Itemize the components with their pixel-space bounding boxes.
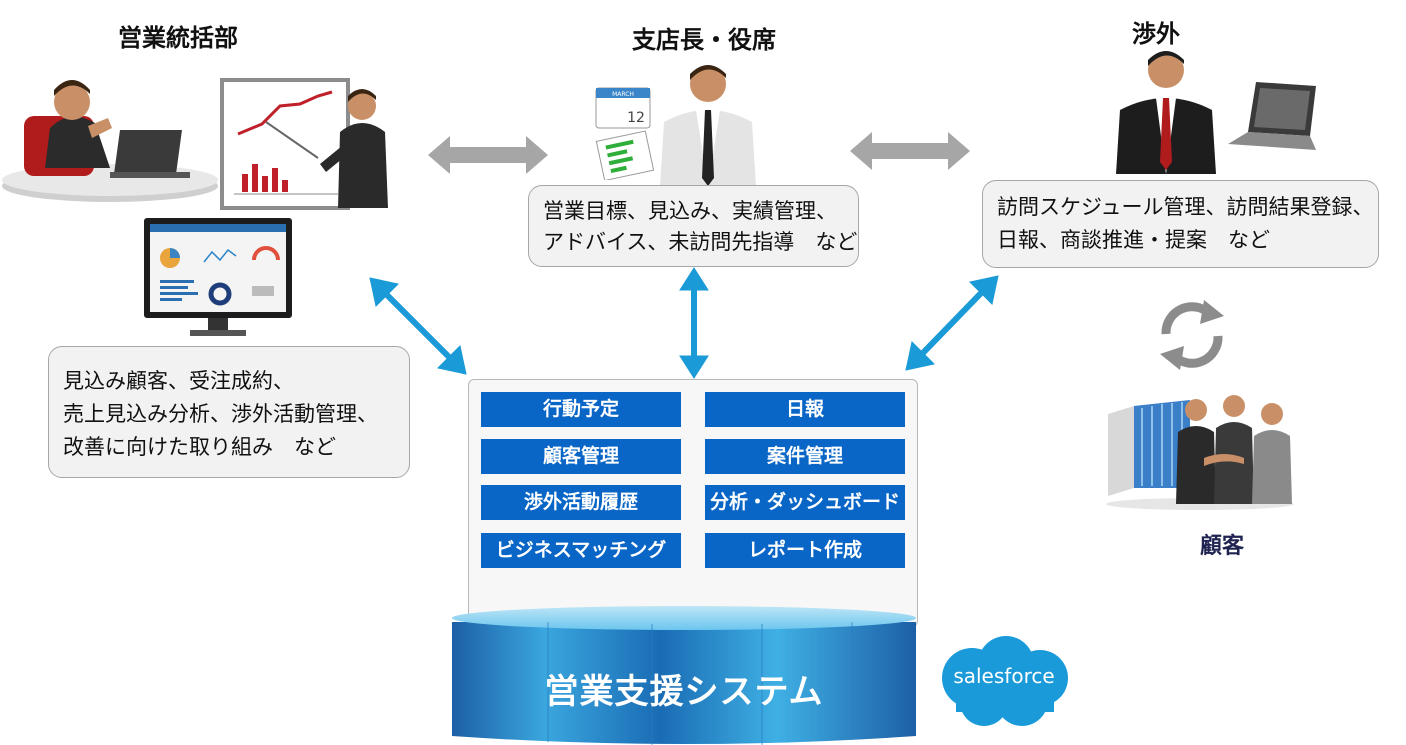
sales-dept-duties-line-3: 改善に向けた取り組み など <box>63 435 336 459</box>
function-analytics-dashboard[interactable]: 分析・ダッシュボード <box>705 485 905 520</box>
sales-dept-duties-bubble: 見込み顧客、受注成約、 売上見込み分析、渉外活動管理、 改善に向けた取り組み な… <box>48 346 410 478</box>
function-deal-management[interactable]: 案件管理 <box>705 439 905 474</box>
field-duties-line-1: 訪問スケジュール管理、訪問結果登録、 <box>997 195 1374 219</box>
calendar-month: MARCH <box>612 91 634 98</box>
sales-dept-duties-line-2: 売上見込み分析、渉外活動管理、 <box>63 402 378 426</box>
gray-double-arrow-left <box>428 136 548 174</box>
salesforce-logo-text: salesforce <box>953 664 1055 688</box>
cycle-icon <box>1160 300 1224 370</box>
field-rep-illustration <box>1116 51 1216 174</box>
blue-arrowhead <box>436 344 467 375</box>
branch-manager-illustration <box>660 65 756 186</box>
branch-duties-line-1: 営業目標、見込み、実績管理、 <box>543 199 837 223</box>
branch-duties-bubble: 営業目標、見込み、実績管理、 アドバイス、未訪問先指導 など <box>528 185 859 267</box>
field-duties-bubble: 訪問スケジュール管理、訪問結果登録、 日報、商談推進・提案 など <box>982 180 1379 268</box>
function-daily-report[interactable]: 日報 <box>705 392 905 427</box>
dashboard-monitor-illustration <box>144 218 292 336</box>
calendar-checklist-illustration: MARCH 12 <box>595 87 655 180</box>
system-cylinder <box>452 606 916 745</box>
function-action-plan[interactable]: 行動予定 <box>481 392 681 427</box>
heading-branch-manager: 支店長・役席 <box>632 26 776 54</box>
system-label: 営業支援システム <box>544 672 824 712</box>
heading-sales-dept: 営業統括部 <box>118 24 238 52</box>
function-business-matching[interactable]: ビジネスマッチング <box>481 533 681 568</box>
function-customer-management[interactable]: 顧客管理 <box>481 439 681 474</box>
heading-field-sales: 渉外 <box>1132 20 1180 48</box>
blue-arrowhead <box>369 277 400 308</box>
customer-building-handshake-illustration <box>1106 395 1294 510</box>
field-duties-line-2: 日報、商談推進・提案 など <box>997 228 1270 252</box>
function-field-activity-history[interactable]: 渉外活動履歴 <box>481 485 681 520</box>
salesforce-cloud-icon <box>942 636 1068 726</box>
laptop-illustration <box>1228 82 1316 150</box>
executive-at-desk-illustration <box>2 80 218 202</box>
presenter-chart-illustration <box>220 78 388 210</box>
sales-dept-duties-line-1: 見込み顧客、受注成約、 <box>63 369 294 393</box>
function-report-creation[interactable]: レポート作成 <box>705 533 905 568</box>
branch-duties-line-2: アドバイス、未訪問先指導 など <box>543 230 858 254</box>
customer-label: 顧客 <box>1200 534 1245 559</box>
gray-double-arrow-right <box>850 132 970 170</box>
calendar-day: 12 <box>627 110 645 126</box>
